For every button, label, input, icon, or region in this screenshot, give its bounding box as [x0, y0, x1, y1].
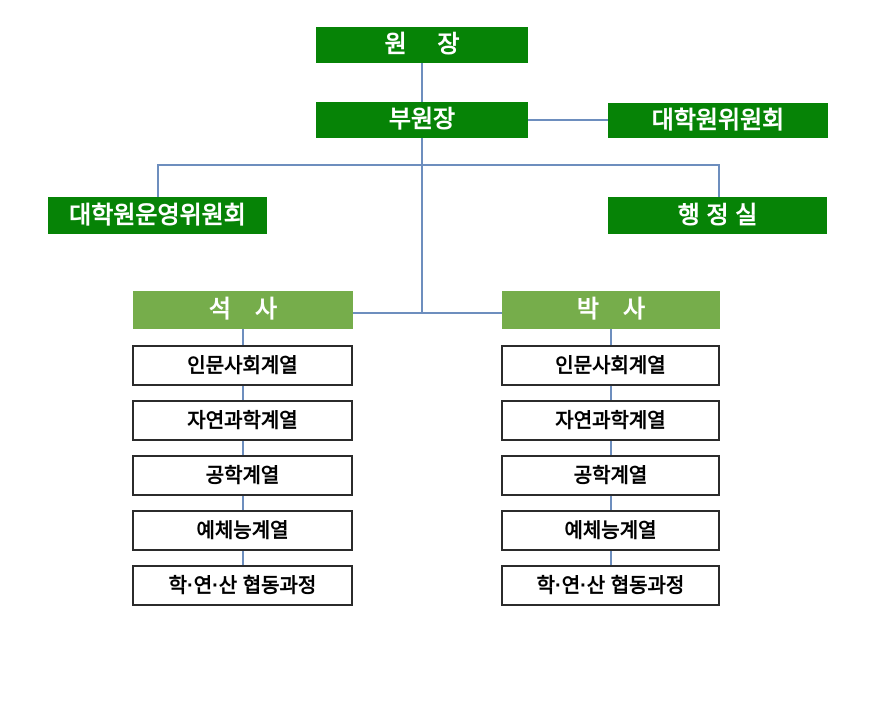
node-doctoral: 박 사 — [502, 291, 720, 329]
connector-masters-col-stub-1 — [242, 386, 244, 400]
node-masters-natural-sciences: 자연과학계열 — [132, 400, 353, 441]
connector-masters-col-stub-4 — [242, 551, 244, 565]
node-doctoral-engineering: 공학계열 — [501, 455, 720, 496]
connector-masters-col-stub-2 — [242, 441, 244, 455]
node-doctoral-arts-sports: 예체능계열 — [501, 510, 720, 551]
connector-main-horizontal — [157, 164, 720, 166]
node-masters-engineering: 공학계열 — [132, 455, 353, 496]
node-masters-humanities: 인문사회계열 — [132, 345, 353, 386]
connector-doctoral-stub — [610, 329, 612, 345]
node-doctoral-natural-sciences: 자연과학계열 — [501, 400, 720, 441]
connector-vice-to-graduate-committee — [528, 119, 608, 121]
connector-doctoral-col-stub-2 — [610, 441, 612, 455]
connector-masters-col-stub-3 — [242, 496, 244, 510]
connector-director-to-vice-director — [421, 63, 423, 102]
connector-doctoral-col-stub-4 — [610, 551, 612, 565]
node-operating-committee: 대학원운영위원회 — [48, 197, 267, 234]
node-vice-director: 부원장 — [316, 102, 528, 138]
node-doctoral-humanities: 인문사회계열 — [501, 345, 720, 386]
node-masters-cooperative: 학·연·산 협동과정 — [132, 565, 353, 606]
connector-drop-to-admin-office — [718, 164, 720, 197]
connector-doctoral-col-stub-3 — [610, 496, 612, 510]
connector-drop-to-operating-committee — [157, 164, 159, 197]
node-masters-arts-sports: 예체능계열 — [132, 510, 353, 551]
node-masters: 석 사 — [133, 291, 353, 329]
connector-center-vertical — [421, 138, 423, 313]
node-admin-office: 행 정 실 — [608, 197, 827, 234]
node-doctoral-cooperative: 학·연·산 협동과정 — [501, 565, 720, 606]
node-director: 원 장 — [316, 27, 528, 63]
node-graduate-committee: 대학원위원회 — [608, 103, 828, 138]
connector-masters-stub — [242, 329, 244, 345]
connector-masters-doctoral-bridge — [353, 312, 502, 314]
connector-doctoral-col-stub-1 — [610, 386, 612, 400]
